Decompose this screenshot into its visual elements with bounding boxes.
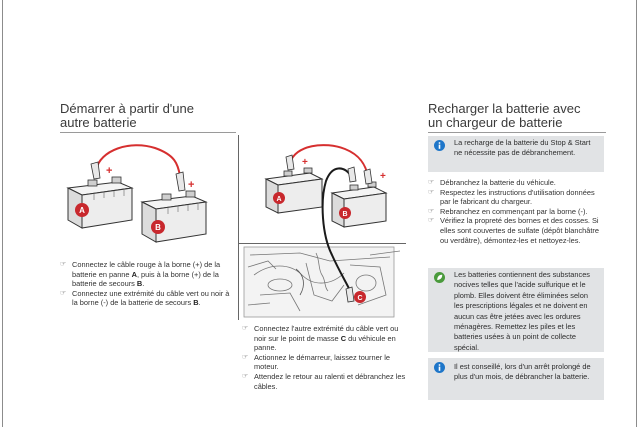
page-frame-left xyxy=(2,0,3,427)
text: Rebranchez en commençant par la borne (-… xyxy=(440,206,588,216)
battery-a-badge xyxy=(75,203,89,217)
battery-b-icon xyxy=(140,190,208,243)
ref-label: B xyxy=(136,279,143,289)
plus-sign: + xyxy=(188,179,194,191)
info-note-stop-start: La recharge de la batterie du Stop & Sta… xyxy=(428,136,604,172)
info-icon xyxy=(434,362,445,373)
eco-note-disposal: Les batteries contiennent des substances… xyxy=(428,268,604,352)
title-line: Démarrer à partir d'une xyxy=(60,101,194,116)
plus-sign: + xyxy=(106,165,112,177)
list-item: ☞ Connectez le câble rouge à la borne (+)… xyxy=(60,260,232,289)
pointing-hand-icon: ☞ xyxy=(60,261,67,268)
note-text: La recharge de la batterie du Stop & Sta… xyxy=(454,138,591,158)
list-item: ☞ Attendez le retour au ralenti et débran… xyxy=(242,372,408,391)
text: du véhicule en panne. xyxy=(254,333,396,353)
text: Débranchez la batterie du véhicule. xyxy=(440,178,556,187)
list-item: ☞ Actionnez le démarreur, laissez tourner… xyxy=(242,353,408,372)
ref-label: A xyxy=(131,269,137,279)
engine-bay-icon xyxy=(243,246,401,318)
text: Attendez le retour au ralenti et débranc… xyxy=(254,371,406,391)
title-line: un chargeur de batterie xyxy=(428,115,563,130)
text: . xyxy=(142,279,145,289)
instruction-list-right: ☞ Débranchez la batterie du véhicule. ☞ Re… xyxy=(428,178,606,245)
list-item: ☞ Connectez une extrémité du câble vert o… xyxy=(60,289,232,308)
clamp-icon xyxy=(285,154,373,303)
pointing-hand-icon: ☞ xyxy=(242,325,249,332)
list-item: ☞ Débranchez la batterie du véhicule. xyxy=(428,178,606,188)
illustration-two-batteries: A B + + xyxy=(66,144,208,243)
clamp-icon xyxy=(90,161,186,192)
illustration-ground-connection: A B + + C xyxy=(243,144,401,318)
plus-sign: + xyxy=(380,171,386,182)
pointing-hand-icon: ☞ xyxy=(60,289,67,297)
note-text: Il est conseillé, lors d'un arrêt prolon… xyxy=(454,362,591,382)
list-item: ☞ Rebranchez en commençant par la borne (… xyxy=(428,207,606,217)
text: Connectez le câble rouge à la borne (+) … xyxy=(72,260,221,279)
text: . xyxy=(198,298,201,308)
pointing-hand-icon: ☞ xyxy=(242,372,249,380)
ground-c-label: C xyxy=(357,295,362,302)
text: Vérifiez la propreté des bornes et des c… xyxy=(440,216,599,245)
pointing-hand-icon: ☞ xyxy=(428,217,435,225)
ref-label: B xyxy=(193,298,199,308)
list-item: ☞ Vérifiez la propreté des bornes et des … xyxy=(428,216,606,245)
text: Respectez les instructions d'utilisation… xyxy=(440,187,595,207)
title-underline xyxy=(428,132,606,133)
battery-b-icon xyxy=(330,181,388,228)
section-title-jump-start: Démarrer à partir d'une autre batterie xyxy=(60,102,194,130)
illustration-border xyxy=(238,135,239,320)
title-underline xyxy=(60,132,236,133)
battery-b-label: B xyxy=(155,223,161,232)
note-text: Les batteries contiennent des substances… xyxy=(454,270,590,352)
battery-b-label: B xyxy=(342,211,347,218)
pointing-hand-icon: ☞ xyxy=(242,353,249,361)
battery-b-badge xyxy=(339,207,351,219)
pointing-hand-icon: ☞ xyxy=(428,188,435,196)
illustration-border xyxy=(238,243,406,244)
list-item: ☞ Connectez l'autre extrémité du câble ve… xyxy=(242,324,408,353)
pointing-hand-icon: ☞ xyxy=(428,179,435,186)
battery-a-badge xyxy=(273,192,285,204)
ref-label: C xyxy=(340,333,347,343)
title-line: Recharger la batterie avec xyxy=(428,101,581,116)
list-item: ☞ Respectez les instructions d'utilisatio… xyxy=(428,188,606,207)
info-note-long-stop: Il est conseillé, lors d'un arrêt prolon… xyxy=(428,358,604,400)
text: Connectez une extrémité du câble vert ou… xyxy=(72,288,230,308)
battery-a-label: A xyxy=(276,196,281,203)
page-frame-right xyxy=(636,0,637,427)
red-cable xyxy=(95,144,181,177)
black-cable xyxy=(321,167,353,296)
ground-c-badge xyxy=(354,291,366,303)
text: , puis à la borne (+) de la batterie de … xyxy=(72,269,219,289)
plus-sign: + xyxy=(302,157,308,168)
text: Actionnez le démarreur, laissez tourner … xyxy=(254,352,390,372)
instruction-list-middle: ☞ Connectez l'autre extrémité du câble ve… xyxy=(242,324,408,391)
info-icon xyxy=(434,140,445,151)
red-cable xyxy=(289,144,369,178)
battery-a-label: A xyxy=(79,206,85,215)
battery-a-icon xyxy=(66,176,134,229)
section-title-recharge: Recharger la batterie avec un chargeur d… xyxy=(428,102,580,130)
leaf-icon xyxy=(434,272,445,283)
text: Connectez l'autre extrémité du câble ver… xyxy=(254,324,399,343)
pointing-hand-icon: ☞ xyxy=(428,207,435,215)
battery-a-icon xyxy=(264,167,324,214)
instruction-list-left: ☞ Connectez le câble rouge à la borne (+)… xyxy=(60,260,232,308)
title-line: autre batterie xyxy=(60,115,137,130)
battery-b-badge xyxy=(151,220,165,234)
